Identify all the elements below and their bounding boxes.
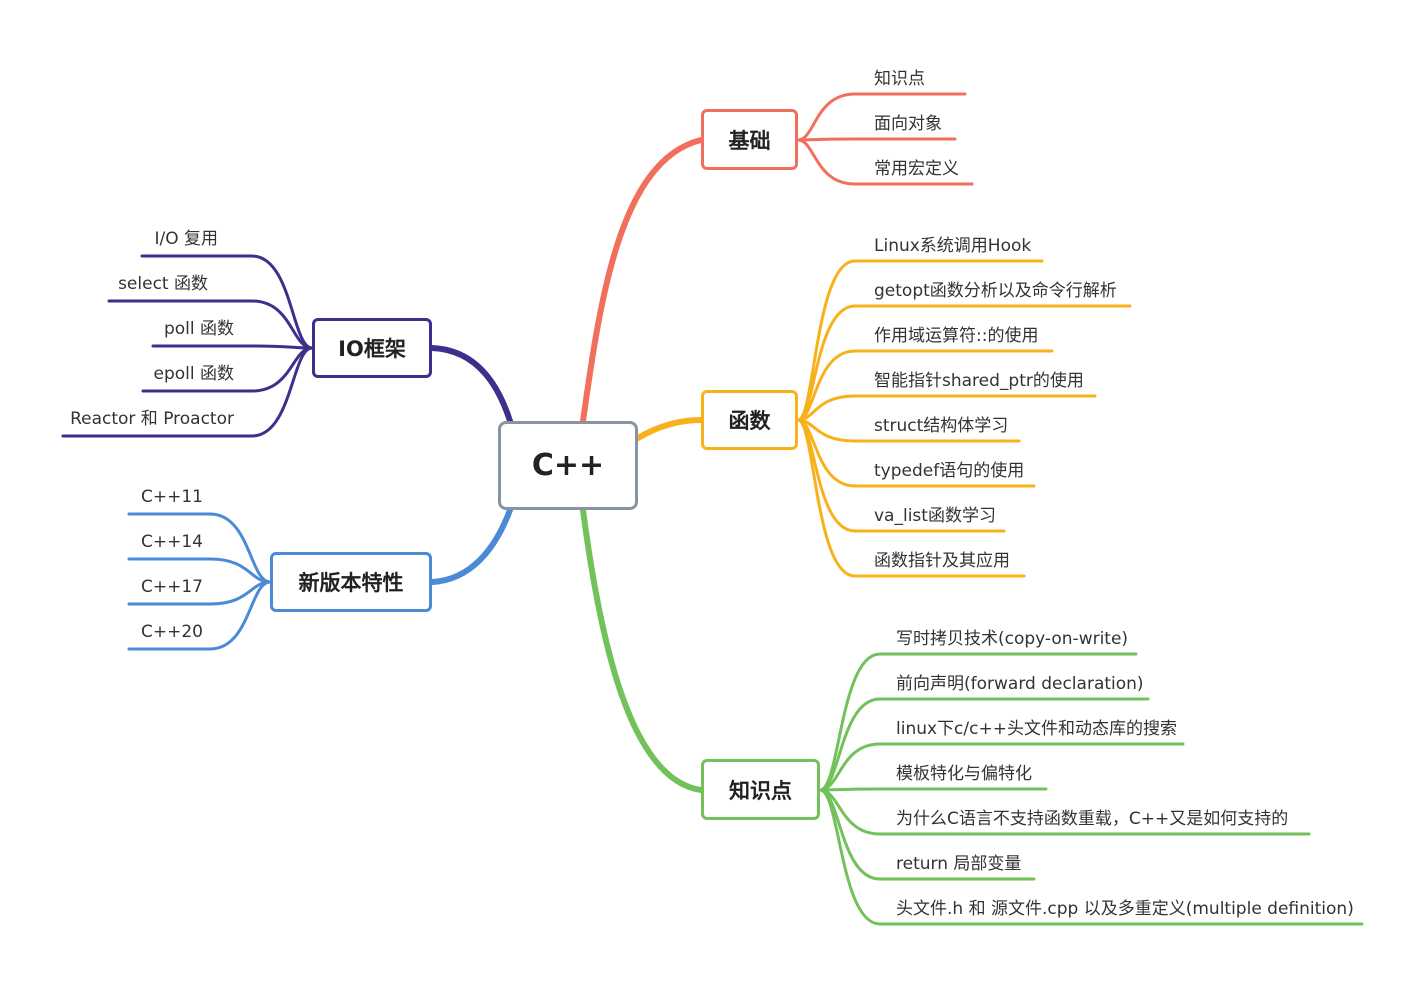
leaf-knowledge-5[interactable]: return 局部变量: [896, 854, 1022, 874]
leaf-functions-5[interactable]: typedef语句的使用: [874, 461, 1025, 481]
connector-basics-0: [796, 92, 967, 142]
connector-root-io: [429, 345, 513, 424]
leaf-basics-1[interactable]: 面向对象: [874, 114, 942, 134]
root-label: C++: [531, 448, 605, 483]
leaf-functions-1[interactable]: getopt函数分析以及命令行解析: [874, 281, 1117, 301]
connector-knowledge-6: [818, 788, 1364, 926]
branch-functions[interactable]: 函数: [701, 390, 798, 450]
connector-knowledge-1: [818, 697, 1150, 792]
connector-functions-2: [796, 349, 1054, 422]
leaf-functions-2[interactable]: 作用域运算符::的使用: [874, 326, 1039, 346]
branch-io-label: IO框架: [338, 337, 406, 361]
connector-knowledge-3: [818, 787, 1048, 792]
branch-knowledge-label: 知识点: [729, 778, 792, 803]
leaf-functions-3[interactable]: 智能指针shared_ptr的使用: [874, 371, 1084, 391]
connector-io-0: [140, 254, 314, 350]
leaf-functions-6[interactable]: va_list函数学习: [874, 506, 996, 526]
leaf-basics-0[interactable]: 知识点: [874, 69, 925, 89]
leaf-new_features-3[interactable]: C++20: [141, 622, 203, 642]
branch-functions-label: 函数: [728, 409, 771, 433]
connector-functions-1: [796, 304, 1132, 422]
leaf-knowledge-1[interactable]: 前向声明(forward declaration): [896, 674, 1144, 694]
leaf-new_features-1[interactable]: C++14: [141, 532, 203, 552]
connector-root-basics: [580, 137, 704, 424]
leaf-knowledge-0[interactable]: 写时拷贝技术(copy-on-write): [896, 629, 1129, 649]
leaf-new_features-2[interactable]: C++17: [141, 577, 203, 597]
connector-io-2: [151, 344, 314, 350]
branch-basics[interactable]: 基础: [701, 109, 798, 170]
connector-knowledge-2: [818, 742, 1185, 792]
branch-basics-label: 基础: [728, 128, 771, 153]
leaf-io-1[interactable]: select 函数: [118, 274, 208, 294]
leaf-functions-0[interactable]: Linux系统调用Hook: [874, 236, 1032, 256]
leaf-functions-7[interactable]: 函数指针及其应用: [874, 551, 1010, 571]
connector-functions-7: [796, 418, 1026, 578]
branch-new-features-label: 新版本特性: [298, 571, 404, 595]
connector-io-4: [61, 346, 314, 438]
leaf-io-3[interactable]: epoll 函数: [153, 364, 234, 384]
root-node[interactable]: C++: [498, 421, 638, 510]
leaf-new_features-0[interactable]: C++11: [141, 487, 203, 507]
connector-new_features-0: [127, 512, 272, 584]
leaf-knowledge-3[interactable]: 模板特化与偏特化: [896, 764, 1032, 784]
leaf-io-2[interactable]: poll 函数: [163, 319, 234, 339]
leaf-functions-4[interactable]: struct结构体学习: [874, 416, 1009, 436]
connector-io-1: [107, 299, 314, 350]
branch-new-features[interactable]: 新版本特性: [270, 552, 432, 612]
leaf-knowledge-2[interactable]: linux下c/c++头文件和动态库的搜索: [896, 719, 1177, 739]
connector-basics-2: [796, 138, 974, 186]
connector-new_features-3: [127, 580, 272, 651]
branch-knowledge[interactable]: 知识点: [701, 759, 820, 820]
leaf-basics-2[interactable]: 常用宏定义: [874, 159, 959, 179]
connector-basics-1: [796, 137, 957, 142]
connector-new_features-1: [127, 557, 272, 584]
connector-root-new: [429, 507, 513, 585]
leaf-io-4[interactable]: Reactor 和 Proactor: [70, 409, 234, 429]
connector-root-knowledge: [580, 507, 704, 793]
leaf-io-0[interactable]: I/O 复用: [154, 229, 218, 249]
connector-root-functions: [635, 417, 704, 441]
leaf-knowledge-6[interactable]: 头文件.h 和 源文件.cpp 以及多重定义(multiple definiti…: [896, 899, 1354, 919]
leaf-knowledge-4[interactable]: 为什么C语言不支持函数重载，C++又是如何支持的: [896, 809, 1289, 829]
branch-io[interactable]: IO框架: [312, 318, 432, 378]
